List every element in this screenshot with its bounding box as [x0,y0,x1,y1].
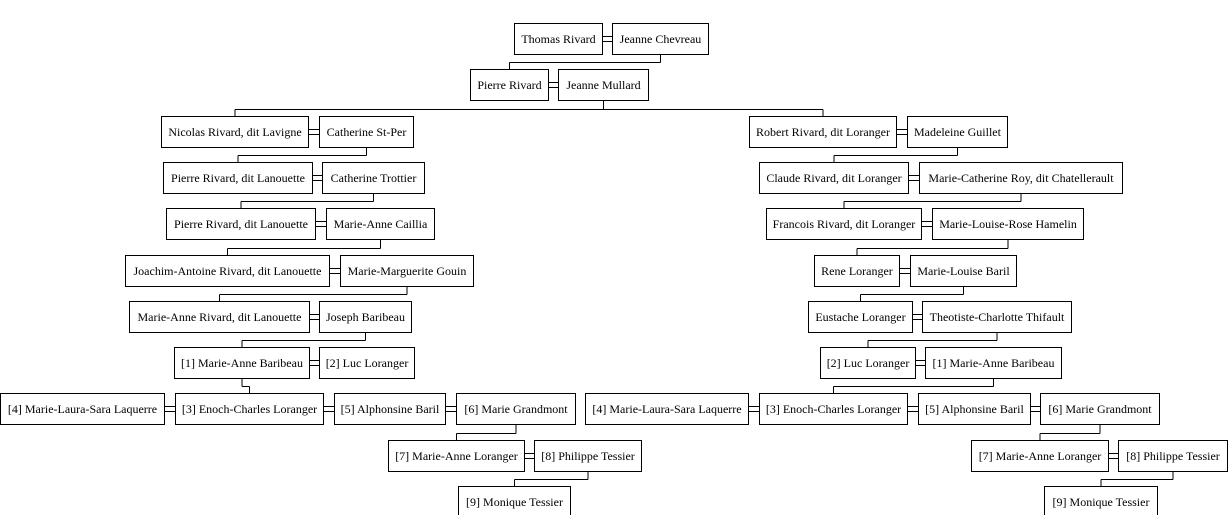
person-box[interactable]: Joseph Baribeau [319,301,412,333]
person-box[interactable]: [6] Marie Grandmont [1040,393,1160,425]
person-box[interactable]: [8] Philippe Tessier [534,440,642,472]
person-box[interactable]: [2] Luc Loranger [319,347,415,379]
person-box[interactable]: Marie-Louise-Rose Hamelin [932,208,1084,240]
person-box[interactable]: Eustache Loranger [808,301,913,333]
person-box[interactable]: Jeanne Chevreau [612,23,709,55]
person-box[interactable]: [5] Alphonsine Baril [918,393,1031,425]
person-box[interactable]: Jeanne Mullard [558,69,649,101]
person-box[interactable]: [3] Enoch-Charles Loranger [175,393,324,425]
person-box[interactable]: [4] Marie-Laura-Sara Laquerre [0,393,165,425]
person-box[interactable]: [7] Marie-Anne Loranger [971,440,1109,472]
person-box[interactable]: [1] Marie-Anne Baribeau [925,347,1062,379]
person-box[interactable]: Pierre Rivard, dit Lanouette [163,162,313,194]
person-box[interactable]: Marie-Catherine Roy, dit Chatellerault [919,162,1123,194]
person-box[interactable]: Francois Rivard, dit Loranger [766,208,922,240]
person-box[interactable]: [9] Monique Tessier [1044,486,1158,515]
person-box[interactable]: [6] Marie Grandmont [456,393,576,425]
person-box[interactable]: Marie-Anne Caillia [326,208,435,240]
person-box[interactable]: [9] Monique Tessier [458,486,571,515]
person-box[interactable]: Thomas Rivard [514,23,603,55]
person-box[interactable]: [4] Marie-Laura-Sara Laquerre [585,393,749,425]
person-box[interactable]: Nicolas Rivard, dit Lavigne [161,116,309,148]
person-box[interactable]: Robert Rivard, dit Loranger [749,116,897,148]
person-box[interactable]: Catherine Trottier [322,162,425,194]
person-box[interactable]: Marie-Marguerite Gouin [340,255,474,287]
person-box[interactable]: Marie-Louise Baril [910,255,1017,287]
person-box[interactable]: [5] Alphonsine Baril [334,393,446,425]
person-box[interactable]: Madeleine Guillet [907,116,1008,148]
person-box[interactable]: Catherine St-Per [319,116,414,148]
person-box[interactable]: Theotiste-Charlotte Thifault [922,301,1072,333]
person-box[interactable]: [7] Marie-Anne Loranger [388,440,525,472]
person-box[interactable]: Rene Loranger [814,255,900,287]
person-box[interactable]: Joachim-Antoine Rivard, dit Lanouette [125,255,330,287]
person-box[interactable]: [1] Marie-Anne Baribeau [174,347,310,379]
person-box[interactable]: [2] Luc Loranger [820,347,916,379]
person-box[interactable]: Pierre Rivard, dit Lanouette [166,208,316,240]
person-box[interactable]: Pierre Rivard [470,69,549,101]
person-box[interactable]: [8] Philippe Tessier [1118,440,1228,472]
person-box[interactable]: Marie-Anne Rivard, dit Lanouette [129,301,310,333]
person-box[interactable]: Claude Rivard, dit Loranger [759,162,909,194]
person-box[interactable]: [3] Enoch-Charles Loranger [759,393,908,425]
